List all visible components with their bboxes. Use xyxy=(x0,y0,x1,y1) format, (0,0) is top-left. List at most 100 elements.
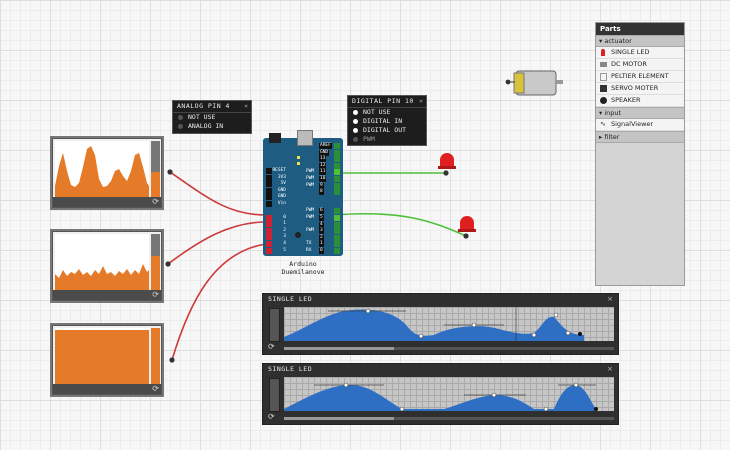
pin-socket[interactable] xyxy=(334,176,340,182)
pin-label[interactable]: AREF xyxy=(306,143,340,149)
refresh-icon[interactable]: ⟳ xyxy=(268,342,275,351)
pin-socket[interactable] xyxy=(266,168,272,174)
option-analog-in[interactable]: ANALOG IN xyxy=(173,122,251,131)
pin-label[interactable]: 2 xyxy=(306,234,340,241)
option-pwm[interactable]: PWM xyxy=(348,135,426,144)
part-peltier-element[interactable]: PELTIER ELEMENT xyxy=(596,71,684,83)
led-icon[interactable] xyxy=(458,216,476,232)
pin-label[interactable]: GND xyxy=(266,187,288,194)
pin-socket[interactable] xyxy=(266,214,272,221)
pin-socket[interactable] xyxy=(334,234,340,241)
pin-label[interactable]: 13 xyxy=(306,156,340,163)
pin-label[interactable]: 2 xyxy=(266,227,288,234)
control-point[interactable] xyxy=(418,333,424,339)
pin-label[interactable]: GND xyxy=(266,194,288,201)
control-point[interactable] xyxy=(471,322,477,328)
radio-icon[interactable] xyxy=(353,110,358,115)
close-icon[interactable]: × xyxy=(244,102,248,110)
pin-label[interactable]: 5 xyxy=(266,247,288,254)
digital-pin-popup[interactable]: DIGITAL PIN 10 × NOT USE DIGITAL IN DIGI… xyxy=(347,95,427,146)
option-digital-in[interactable]: DIGITAL IN xyxy=(348,117,426,126)
pin-socket[interactable] xyxy=(334,248,340,254)
pin-label[interactable]: RESET xyxy=(266,168,288,174)
refresh-icon[interactable]: ⟳ xyxy=(268,412,275,421)
control-point[interactable] xyxy=(343,382,349,388)
pin-socket[interactable] xyxy=(334,228,340,235)
pin-socket[interactable] xyxy=(266,227,272,234)
timeline-scrollbar[interactable] xyxy=(284,417,614,420)
pin-socket[interactable] xyxy=(334,202,340,208)
control-point[interactable] xyxy=(365,308,371,314)
control-point[interactable] xyxy=(491,392,497,398)
wire-analog-0[interactable] xyxy=(169,171,267,216)
pin-label[interactable]: GND xyxy=(306,149,340,156)
pin-socket[interactable] xyxy=(334,169,340,176)
pin-socket[interactable] xyxy=(334,208,340,215)
timeline-scrollbar[interactable] xyxy=(284,347,614,350)
wire-analog-1[interactable] xyxy=(167,221,267,265)
led-icon[interactable] xyxy=(438,153,456,169)
pin-label[interactable]: 4 xyxy=(266,241,288,247)
pin-socket[interactable] xyxy=(334,156,340,163)
radio-icon[interactable] xyxy=(178,124,183,129)
pin-socket[interactable] xyxy=(266,187,272,194)
part-speaker[interactable]: SPEAKER xyxy=(596,95,684,107)
scroll-thumb[interactable] xyxy=(284,417,394,420)
pin-socket[interactable] xyxy=(266,221,272,228)
parts-panel[interactable]: Parts ▾ actuator SINGLE LED DC MOTOR PEL… xyxy=(595,22,685,286)
dc-motor-icon[interactable] xyxy=(505,70,563,96)
pin-label[interactable]: 0 xyxy=(266,214,288,221)
wire-analog-2[interactable] xyxy=(171,243,267,361)
close-icon[interactable]: × xyxy=(419,97,423,105)
pin-socket[interactable] xyxy=(266,201,272,207)
pin-socket[interactable] xyxy=(266,174,272,181)
category-input[interactable]: ▾ input xyxy=(596,107,684,119)
wire-digital-5[interactable] xyxy=(333,212,467,237)
control-point[interactable] xyxy=(543,406,549,412)
pin-label[interactable]: 3V3 xyxy=(266,174,288,181)
part-dc-motor[interactable]: DC MOTOR xyxy=(596,59,684,71)
pin-socket[interactable] xyxy=(334,182,340,189)
pin-socket[interactable] xyxy=(334,143,340,149)
control-point[interactable] xyxy=(565,330,571,336)
pin-socket[interactable] xyxy=(334,149,340,156)
refresh-icon[interactable]: ⟳ xyxy=(152,384,159,393)
part-single-led[interactable]: SINGLE LED xyxy=(596,47,684,59)
control-point[interactable] xyxy=(553,312,559,318)
control-point[interactable] xyxy=(531,332,537,338)
radio-icon[interactable] xyxy=(178,115,183,120)
pin-socket[interactable] xyxy=(266,181,272,188)
pin-label[interactable]: 12 xyxy=(306,162,340,169)
option-not-use[interactable]: NOT USE xyxy=(348,108,426,117)
pin-socket[interactable] xyxy=(334,189,340,196)
refresh-icon[interactable]: ⟳ xyxy=(152,290,159,299)
control-point[interactable] xyxy=(399,406,405,412)
control-point[interactable] xyxy=(578,332,582,336)
category-actuator[interactable]: ▾ actuator xyxy=(596,35,684,47)
pin-socket[interactable] xyxy=(334,162,340,169)
led-curve-editor[interactable] xyxy=(284,377,614,412)
part-servo-moter[interactable]: SERVO MOTER xyxy=(596,83,684,95)
refresh-icon[interactable]: ⟳ xyxy=(152,197,159,206)
pin-socket[interactable] xyxy=(266,247,272,254)
control-point[interactable] xyxy=(573,382,579,388)
signal-viewer[interactable]: ⟳ xyxy=(52,325,162,395)
pin-socket[interactable] xyxy=(334,221,340,228)
pin-label[interactable]: 3 xyxy=(266,234,288,241)
close-icon[interactable]: × xyxy=(607,365,613,373)
single-led-panel[interactable]: SINGLE LED × ⟳ xyxy=(262,363,619,425)
radio-icon[interactable] xyxy=(353,137,358,142)
pin-socket[interactable] xyxy=(334,241,340,248)
pin-label[interactable]: Vin xyxy=(266,201,288,207)
wire-endpoint[interactable] xyxy=(443,170,449,176)
led-curve-editor[interactable] xyxy=(284,307,614,341)
pin-socket[interactable] xyxy=(266,241,272,247)
single-led-panel[interactable]: SINGLE LED × ⟳ xyxy=(262,293,619,355)
option-digital-out[interactable]: DIGITAL OUT xyxy=(348,126,426,135)
option-not-use[interactable]: NOT USE xyxy=(173,113,251,122)
pin-socket[interactable] xyxy=(266,234,272,241)
